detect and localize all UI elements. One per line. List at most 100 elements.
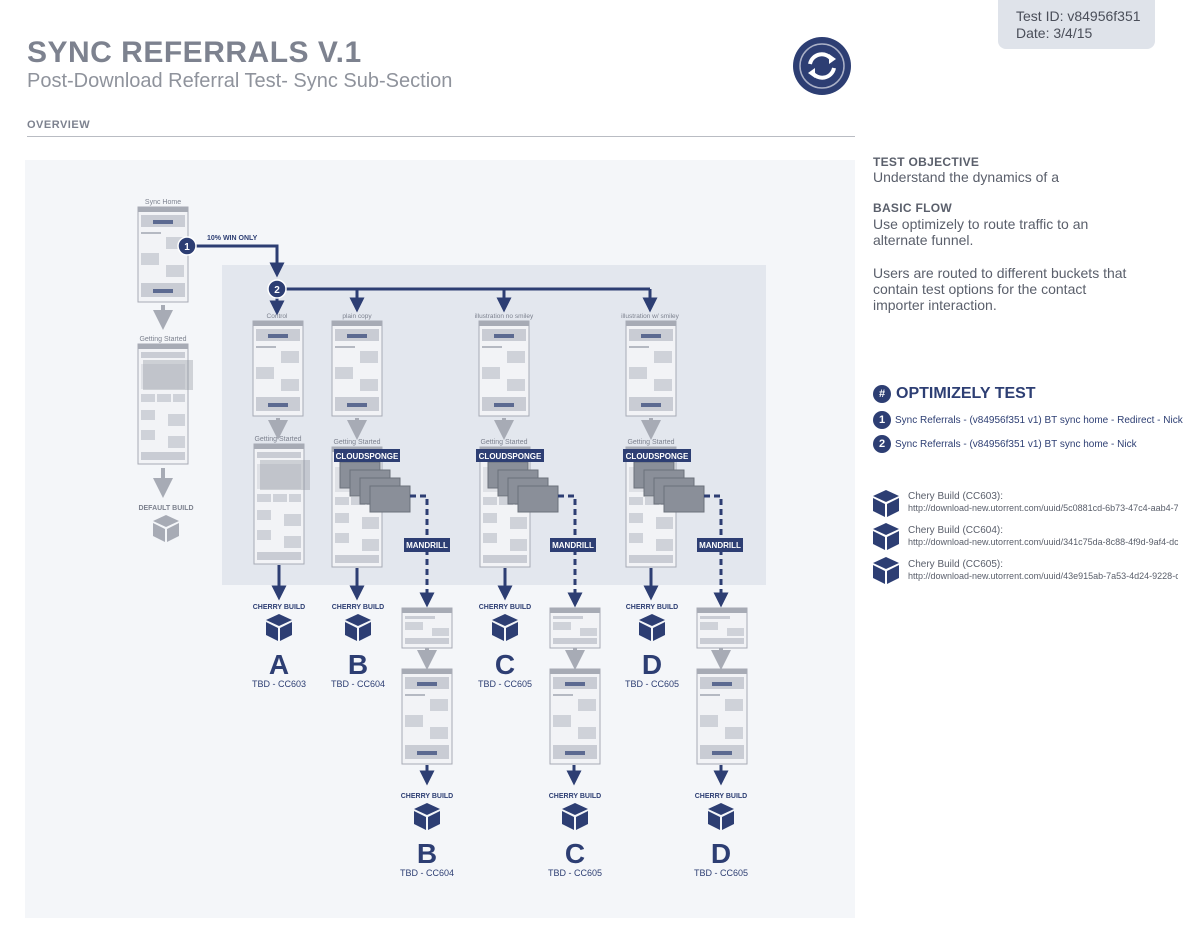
cloudsponge-tag-b: [334, 449, 400, 462]
badge-1-number: 1: [184, 242, 190, 253]
basic-flow-text-1: Use optimizely to route traffic to an al…: [873, 216, 1089, 248]
optimizely-item-2-label: Sync Referrals - (v84956f351 v1) BT sync…: [895, 439, 1137, 450]
email-landing-wireframe-c: [549, 668, 601, 765]
build-cc604-cube-icon: [873, 523, 899, 550]
cloudsponge-label-b: CLOUDSPONGE: [336, 452, 399, 461]
outcome-letter: D: [642, 649, 662, 680]
outcome-code: TBD - CC604: [400, 868, 454, 878]
outcome-letter: C: [565, 838, 585, 869]
variant-label-illustration-no-smiley: illustration no smiley: [475, 313, 534, 320]
email-landing-wireframe-b: [401, 668, 453, 765]
cherry-build-cube-icon: [345, 614, 371, 641]
outcome-code: TBD - CC605: [694, 868, 748, 878]
cloudsponge-popups-b: [339, 461, 411, 513]
header-divider: [27, 136, 855, 137]
cherry-build-cube-icon: [492, 614, 518, 641]
badge-2-icon: [267, 279, 287, 299]
optimizely-heading: OPTIMIZELY TEST: [896, 385, 1036, 402]
cherry-build-label: CHERRY BUILD: [253, 604, 306, 611]
flow-diagram: Sync Home Getting Started DEFAULT BUILD …: [137, 199, 748, 878]
cloudsponge-popups-d: [633, 461, 705, 513]
mandrill-tag-b: [404, 538, 450, 552]
page-title: SYNC REFERRALS V.1: [27, 36, 362, 69]
default-build-label: DEFAULT BUILD: [138, 505, 193, 512]
cherry-build-label: CHERRY BUILD: [401, 793, 454, 800]
variant-a-home-wireframe: [252, 320, 304, 417]
section-heading-overview: OVERVIEW: [27, 119, 91, 131]
cloudsponge-label-c: CLOUDSPONGE: [479, 452, 542, 461]
sync-home-label: Sync Home: [145, 199, 181, 206]
optimizely-item-1-badge: 1: [873, 411, 891, 429]
variant-c-home-wireframe: [478, 320, 530, 417]
cloudsponge-tag-c: [476, 449, 544, 462]
badge-1-icon: [177, 236, 197, 256]
variant-d-home-wireframe: [625, 320, 677, 417]
outcome-letter: B: [417, 838, 437, 869]
build-cc605-cube-icon: [873, 557, 899, 584]
build-cc603-cube-icon: [873, 490, 899, 517]
badge-2-number: 2: [274, 285, 280, 296]
outcome-bottom-d: CHERRY BUILD D TBD - CC605: [694, 793, 748, 878]
variant-label-illustration-w-smiley: illustration w/ smiley: [621, 313, 680, 320]
build-cc603-name: Chery Build (CC603):: [908, 491, 1004, 502]
test-objective-heading: TEST OBJECTIVE: [873, 155, 980, 169]
getting-started-label-b: Getting Started: [333, 439, 380, 446]
test-info-box: Test ID: v84956f351 Date: 3/4/15: [998, 0, 1155, 49]
outcome-bottom-c: CHERRY BUILD C TBD - CC605: [548, 793, 602, 878]
outcome-code: TBD - CC603: [252, 679, 306, 689]
build-cc605-url[interactable]: http://download-new.utorrent.com/uuid/43…: [908, 571, 1178, 581]
email-landing-wireframe-d: [696, 668, 748, 765]
basic-flow-text-2: Users are routed to different buckets th…: [873, 265, 1127, 313]
mandrill-label-c: MANDRILL: [552, 541, 594, 550]
test-date: Date: 3/4/15: [1016, 25, 1093, 41]
outcome-code: TBD - CC605: [478, 679, 532, 689]
outcome-letter: B: [348, 649, 368, 680]
build-cc605-name: Chery Build (CC605):: [908, 559, 1004, 570]
mandrill-label-b: MANDRILL: [406, 541, 448, 550]
hash-badge-icon: #: [873, 385, 891, 403]
build-cc604-url[interactable]: http://download-new.utorrent.com/uuid/34…: [908, 537, 1178, 547]
variant-b-home-wireframe: [331, 320, 383, 417]
getting-started-label-d: Getting Started: [627, 439, 674, 446]
email-small-wireframe-c: [549, 607, 601, 649]
cherry-build-cube-icon: [414, 803, 440, 830]
variant-label-control: Control: [267, 313, 289, 320]
getting-started-label-a: Getting Started: [254, 436, 301, 443]
cherry-build-cube-icon: [639, 614, 665, 641]
test-objective-text: Understand the dynamics of a: [873, 169, 1059, 185]
outcome-code: TBD - CC605: [625, 679, 679, 689]
outcome-d: CHERRY BUILD D TBD - CC605: [625, 604, 679, 689]
basic-flow-heading: BASIC FLOW: [873, 201, 952, 215]
mandrill-tag-d: [697, 538, 743, 552]
outcome-letter: D: [711, 838, 731, 869]
cloudsponge-tag-d: [623, 449, 691, 462]
mandrill-tag-c: [550, 538, 596, 552]
outcome-letter: A: [269, 649, 289, 680]
cherry-build-cube-icon: [562, 803, 588, 830]
outcome-a: CHERRY BUILD A TBD - CC603: [252, 604, 306, 689]
variant-label-plain-copy: plain copy: [342, 313, 372, 320]
email-small-wireframe-d: [696, 607, 748, 649]
cherry-build-cube-icon: [266, 614, 292, 641]
sync-logo-icon: [793, 37, 851, 95]
outcome-code: TBD - CC605: [548, 868, 602, 878]
outcome-b: CHERRY BUILD B TBD - CC604: [331, 604, 385, 689]
cherry-build-label: CHERRY BUILD: [332, 604, 385, 611]
cherry-build-label: CHERRY BUILD: [549, 793, 602, 800]
outcome-letter: C: [495, 649, 515, 680]
sync-home-wireframe: [137, 206, 189, 303]
default-build-cube-icon: [153, 515, 179, 542]
cloudsponge-popups-c: [487, 461, 559, 513]
optimizely-item-1-label: Sync Referrals - (v84956f351 v1) BT sync…: [895, 415, 1183, 426]
getting-started-label-default: Getting Started: [139, 336, 186, 343]
cloudsponge-label-d: CLOUDSPONGE: [626, 452, 689, 461]
page-subtitle: Post-Download Referral Test- Sync Sub-Se…: [27, 70, 453, 92]
email-small-wireframe-b: [401, 607, 453, 649]
cherry-build-label: CHERRY BUILD: [479, 604, 532, 611]
win-only-label: 10% WIN ONLY: [207, 235, 258, 242]
cherry-build-label: CHERRY BUILD: [626, 604, 679, 611]
build-cc604-name: Chery Build (CC604):: [908, 525, 1004, 536]
build-cc603-url[interactable]: http://download-new.utorrent.com/uuid/5c…: [908, 503, 1178, 513]
cherry-build-label: CHERRY BUILD: [695, 793, 748, 800]
mandrill-label-d: MANDRILL: [699, 541, 741, 550]
